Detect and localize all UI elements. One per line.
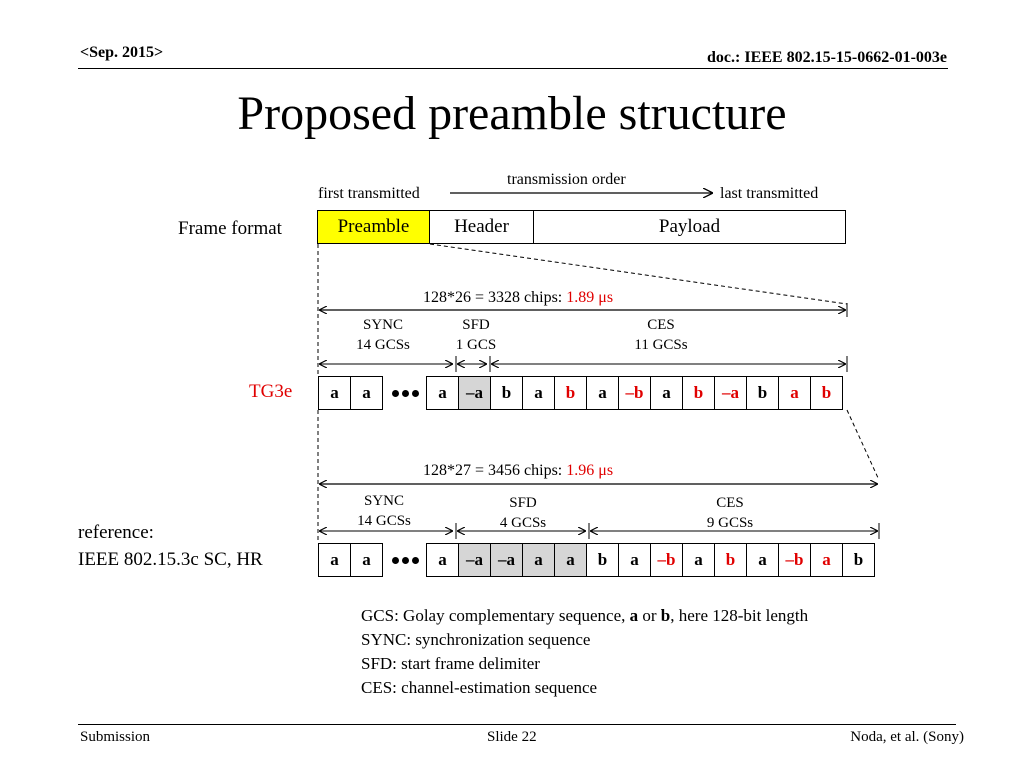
ellipsis-dot — [401, 389, 409, 397]
reference-label-line1: reference: — [78, 522, 154, 543]
frame-format-label: Frame format — [178, 218, 282, 239]
tg3e-gcs-cell: a — [318, 376, 351, 410]
ellipsis-dot — [391, 389, 399, 397]
frame-payload-cell: Payload — [533, 210, 846, 244]
legend-ces: CES: channel-estimation sequence — [361, 678, 598, 697]
tg3e-gcs-cell: –b — [618, 376, 651, 410]
ref-gcs-cell: a — [426, 543, 459, 577]
ref-sync-label: SYNC 14 GCSs — [344, 491, 424, 531]
ref-ces-name: CES — [716, 495, 744, 511]
ref-gcs-cell: –b — [778, 543, 811, 577]
ref-sfd-name: SFD — [509, 495, 537, 511]
footer-rule — [78, 724, 956, 725]
tg3e-sfd-name: SFD — [462, 317, 490, 333]
ellipsis-dot — [411, 556, 419, 564]
tg3e-gcs-cell: –a — [714, 376, 747, 410]
ref-gcs-cell: –a — [490, 543, 523, 577]
tg3e-gcs-cell: b — [746, 376, 779, 410]
tg3e-ces-label: CES 11 GCSs — [621, 315, 701, 355]
tg3e-sync-name: SYNC — [362, 317, 403, 333]
frame-format-bar: Preamble Header Payload — [317, 210, 846, 244]
header-doc-id: doc.: IEEE 802.15-15-0662-01-003e — [707, 49, 947, 66]
tg3e-gcs-cell: a — [650, 376, 683, 410]
legend-gcs-b: b — [660, 606, 671, 625]
legend-sync: SYNC: synchronization sequence — [361, 630, 591, 649]
tg3e-sfd-count: 1 GCS — [455, 337, 497, 353]
ref-gcs-cell: b — [842, 543, 875, 577]
ref-gcs-cell: –a — [458, 543, 491, 577]
tg3e-gcs-cell: b — [490, 376, 523, 410]
transmission-order-label: transmission order — [507, 171, 626, 188]
legend-gcs: GCS: Golay complementary sequence, a or … — [361, 604, 808, 628]
tg3e-total-time: 1.89 μs — [566, 289, 614, 306]
footer-slide-number: Slide 22 — [487, 729, 537, 745]
ref-gcs-cell: a — [682, 543, 715, 577]
tg3e-gcs-cell: b — [682, 376, 715, 410]
legend-gcs-text: GCS: Golay complementary sequence, — [361, 606, 630, 625]
dash-right-2 — [846, 409, 880, 481]
tg3e-ellipsis — [383, 376, 427, 410]
ellipsis-dot — [401, 556, 409, 564]
last-transmitted-label: last transmitted — [720, 185, 819, 202]
page-title: Proposed preamble structure — [237, 87, 787, 140]
legend-sfd: SFD: start frame delimiter — [361, 654, 540, 673]
tg3e-gcs-cell: b — [810, 376, 843, 410]
first-transmitted-label: first transmitted — [318, 185, 420, 202]
ref-gcs-cell: –b — [650, 543, 683, 577]
tg3e-total-chips: 128*26 = 3328 chips: 1.89 μs — [423, 289, 613, 307]
frame-preamble-cell: Preamble — [317, 210, 430, 244]
legend-gcs-a: a — [629, 606, 639, 625]
ref-sync-count: 14 GCSs — [357, 513, 411, 529]
ellipsis-dot — [391, 556, 399, 564]
legend: GCS: Golay complementary sequence, a or … — [361, 604, 808, 700]
dash-right-1 — [429, 243, 848, 305]
legend-gcs-or: or — [638, 606, 661, 625]
tg3e-sync-label: SYNC 14 GCSs — [343, 315, 423, 355]
tg3e-gcs-cell: a — [426, 376, 459, 410]
header-rule — [78, 68, 948, 69]
tg3e-ces-name: CES — [647, 317, 675, 333]
ref-ellipsis — [383, 543, 427, 577]
ref-total-time: 1.96 μs — [566, 462, 614, 479]
ref-gcs-cell: b — [714, 543, 747, 577]
footer-submission: Submission — [80, 729, 151, 745]
reference-label: reference: IEEE 802.15.3c SC, HR — [78, 519, 263, 573]
tg3e-sfd-label: SFD 1 GCS — [446, 315, 506, 355]
legend-gcs-post: , here 128-bit length — [670, 606, 809, 625]
tg3e-label: TG3e — [249, 381, 293, 402]
tg3e-total-prefix: 128*26 = 3328 chips: — [423, 289, 567, 306]
ellipsis-dot — [411, 389, 419, 397]
header-date: <Sep. 2015> — [80, 44, 164, 61]
tg3e-gcs-cell: a — [350, 376, 383, 410]
tg3e-sync-count: 14 GCSs — [356, 337, 410, 353]
footer-author: Noda, et al. (Sony) — [850, 729, 964, 745]
tg3e-gcs-cell: a — [586, 376, 619, 410]
tg3e-ces-count: 11 GCSs — [634, 337, 688, 353]
ref-total-chips: 128*27 = 3456 chips: 1.96 μs — [423, 462, 613, 480]
reference-label-line2: IEEE 802.15.3c SC, HR — [78, 549, 263, 570]
ref-total-prefix: 128*27 = 3456 chips: — [423, 462, 567, 479]
ref-gcs-cell: a — [350, 543, 383, 577]
ref-gcs-cell: a — [618, 543, 651, 577]
tg3e-gcs-cell: –a — [458, 376, 491, 410]
ref-sync-name: SYNC — [363, 493, 404, 509]
